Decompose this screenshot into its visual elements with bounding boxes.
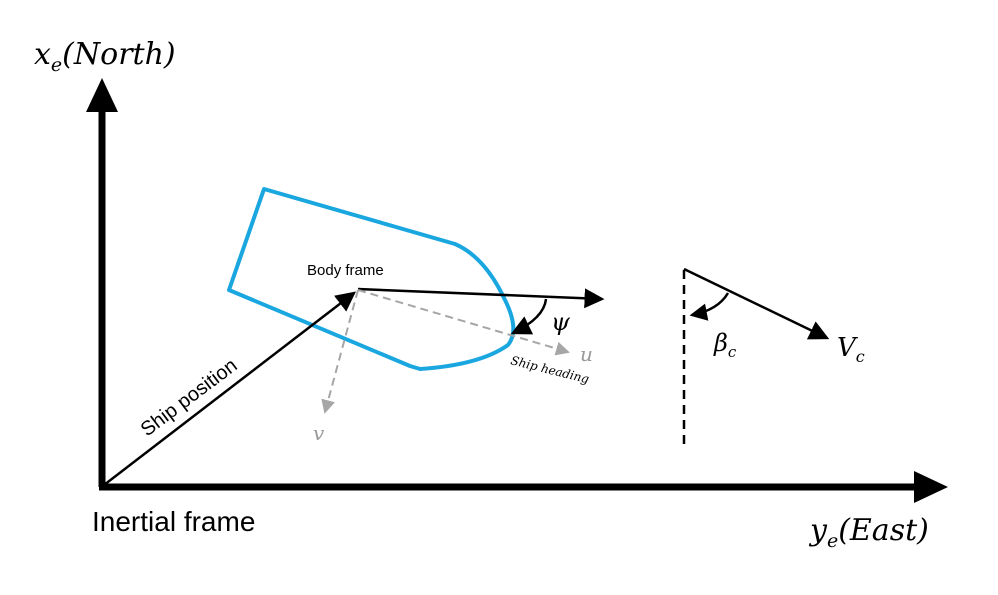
beta-angle-arc — [689, 292, 730, 321]
north-axis-arrowhead — [86, 78, 118, 112]
v-axis-label: v — [313, 421, 325, 445]
u-axis-dashed — [357, 289, 570, 356]
body-frame-label: Body frame — [307, 262, 384, 279]
body-reference-vector — [357, 287, 605, 309]
north-axis-label: xe(North) — [34, 37, 176, 76]
v-axis-dashed — [321, 289, 359, 414]
east-axis-arrowhead — [914, 471, 948, 503]
psi-label: ψ — [551, 308, 571, 336]
inertial-frame-label: Inertial frame — [92, 506, 255, 537]
ship-position-vector — [103, 291, 356, 486]
psi-angle-arc — [510, 298, 548, 335]
ship-hull — [227, 187, 516, 371]
current-vc-label: Vc — [837, 333, 865, 366]
east-axis-label: ye(East) — [808, 513, 929, 552]
ship-position-label: Ship position — [137, 354, 242, 440]
ship-heading-label: Ship heading — [509, 353, 591, 386]
beta-c-label: βc — [713, 329, 737, 361]
u-axis-label: u — [580, 342, 593, 366]
current-vector — [683, 267, 830, 340]
